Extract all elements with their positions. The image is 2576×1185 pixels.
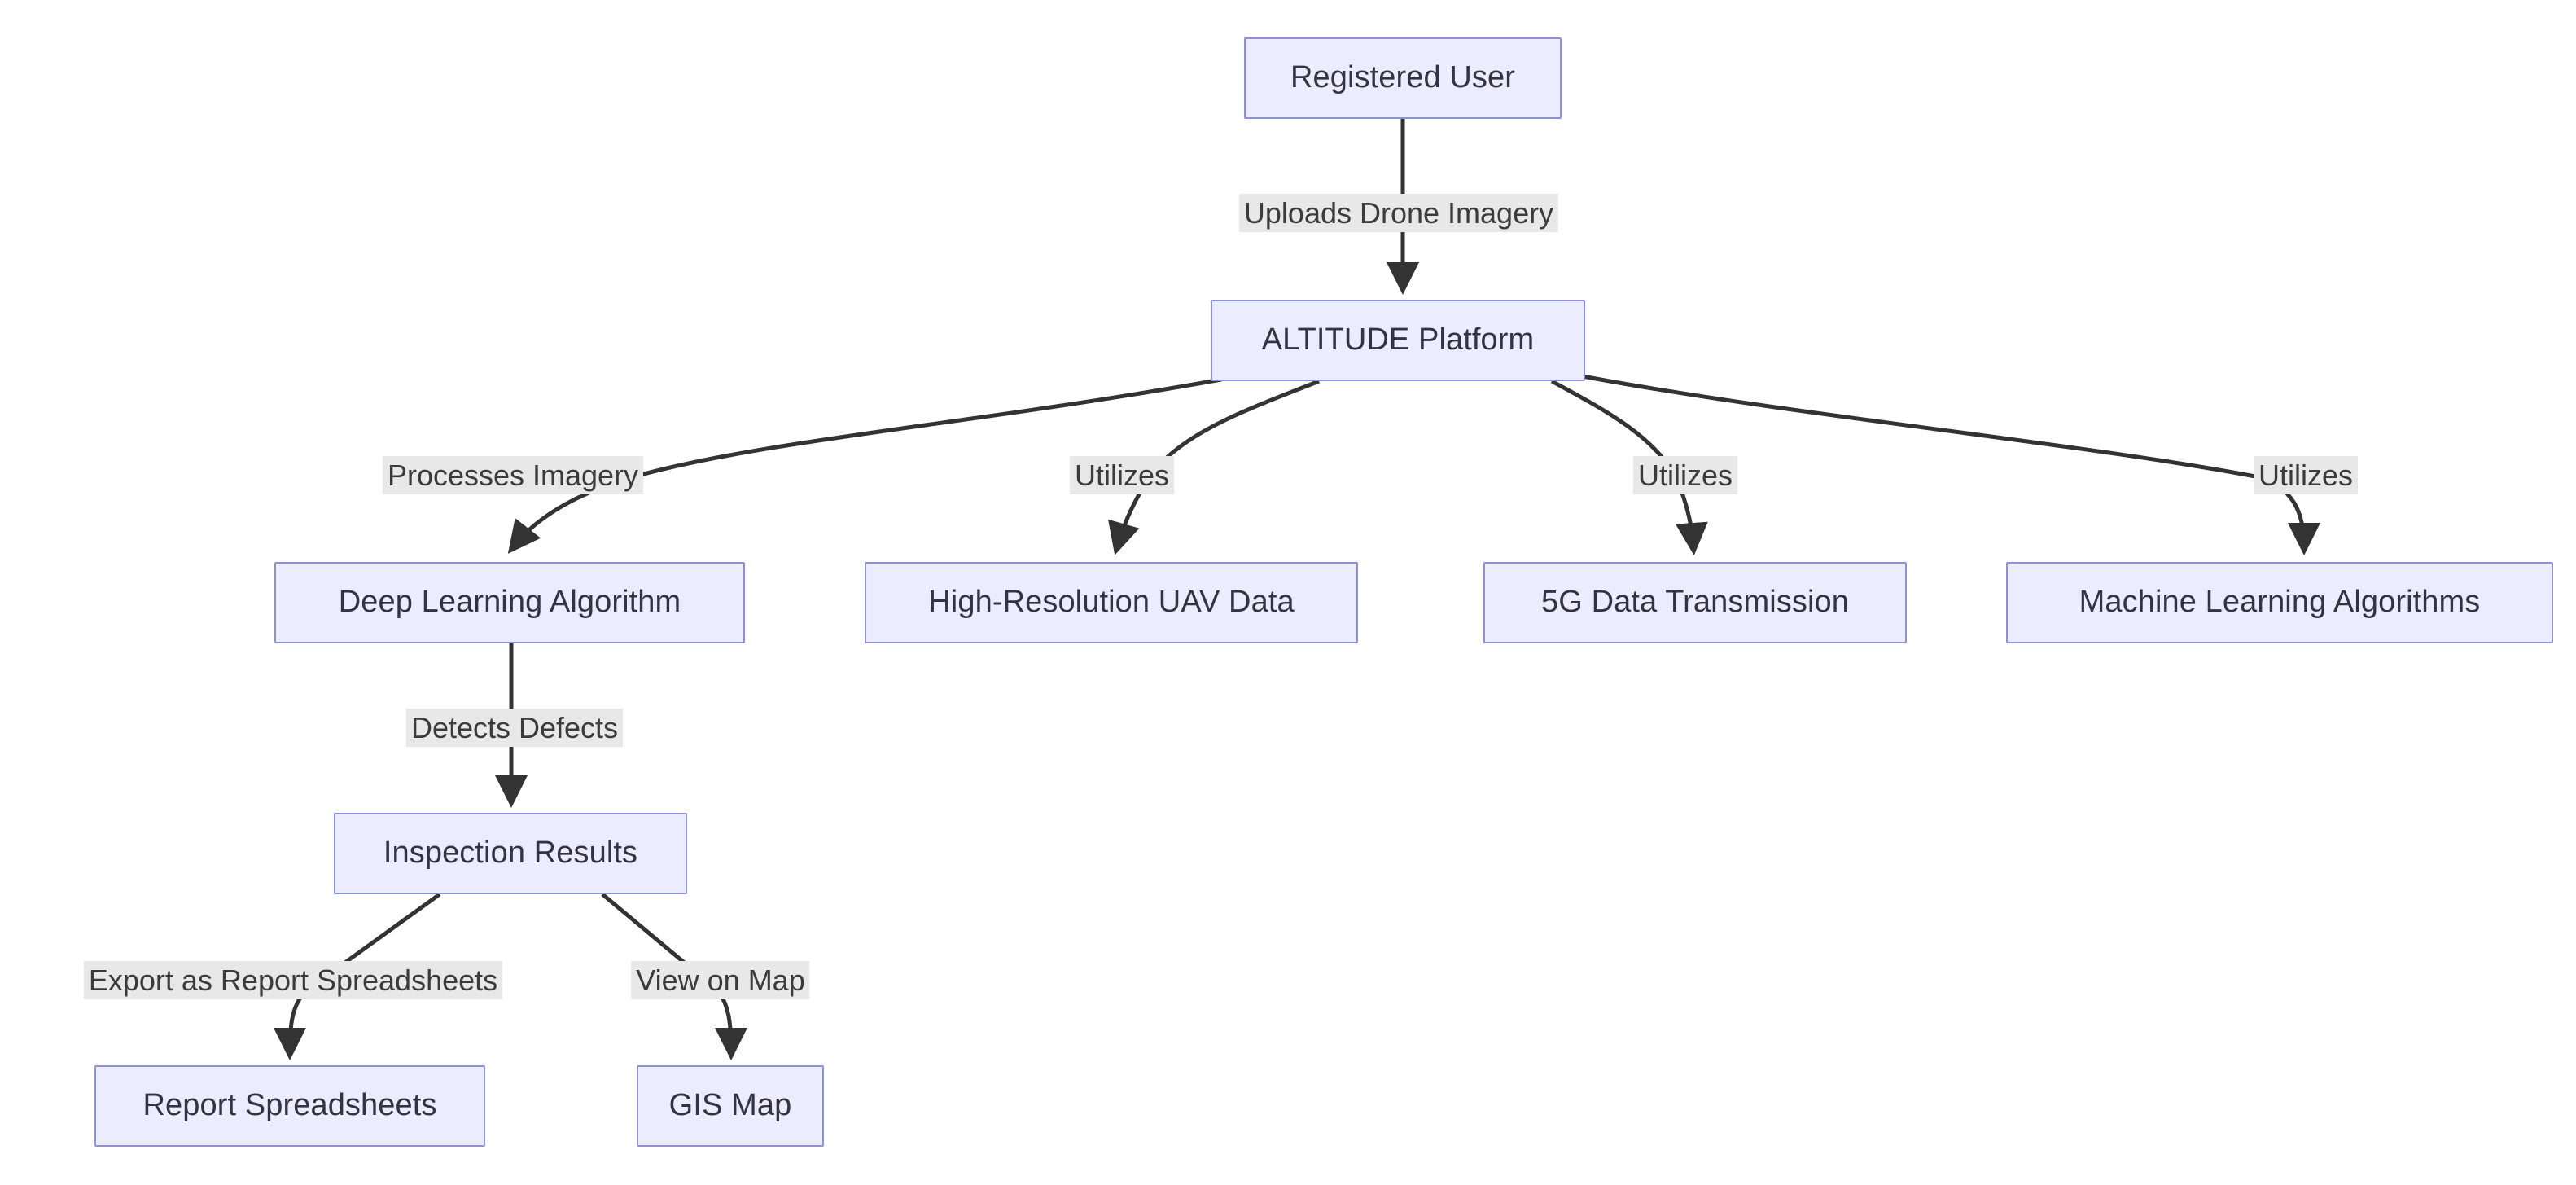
edge-label-uploads-drone-imagery: Uploads Drone Imagery (1238, 194, 1559, 233)
node-label: Machine Learning Algorithms (2079, 585, 2481, 620)
edge-label-utilizes-5g: Utilizes (1632, 456, 1738, 495)
node-altitude-platform[interactable]: ALTITUDE Platform (1211, 300, 1585, 381)
node-high-res-uav-data[interactable]: High-Resolution UAV Data (865, 562, 1358, 643)
node-machine-learning-algorithms[interactable]: Machine Learning Algorithms (2006, 562, 2553, 643)
node-label: Report Spreadsheets (142, 1088, 437, 1123)
edge-label-utilizes-uav: Utilizes (1069, 456, 1175, 495)
node-5g-data-transmission[interactable]: 5G Data Transmission (1483, 562, 1907, 643)
edge-label-export-as-report-spreadsheets: Export as Report Spreadsheets (83, 961, 503, 1000)
edge-label-detects-defects: Detects Defects (405, 709, 624, 748)
node-label: High-Resolution UAV Data (928, 585, 1295, 620)
node-label: Registered User (1290, 60, 1516, 95)
node-label: 5G Data Transmission (1541, 585, 1849, 620)
node-report-spreadsheets[interactable]: Report Spreadsheets (94, 1065, 485, 1147)
edge-label-view-on-map: View on Map (631, 961, 810, 1000)
node-gis-map[interactable]: GIS Map (637, 1065, 824, 1147)
edge-label-utilizes-ml: Utilizes (2253, 456, 2359, 495)
node-label: Deep Learning Algorithm (338, 585, 681, 620)
node-label: Inspection Results (383, 836, 638, 871)
node-deep-learning-algorithm[interactable]: Deep Learning Algorithm (274, 562, 745, 643)
node-registered-user[interactable]: Registered User (1244, 37, 1562, 119)
node-label: ALTITUDE Platform (1261, 323, 1535, 358)
node-inspection-results[interactable]: Inspection Results (334, 813, 687, 894)
edge-label-processes-imagery: Processes Imagery (382, 456, 644, 495)
node-label: GIS Map (668, 1088, 792, 1123)
